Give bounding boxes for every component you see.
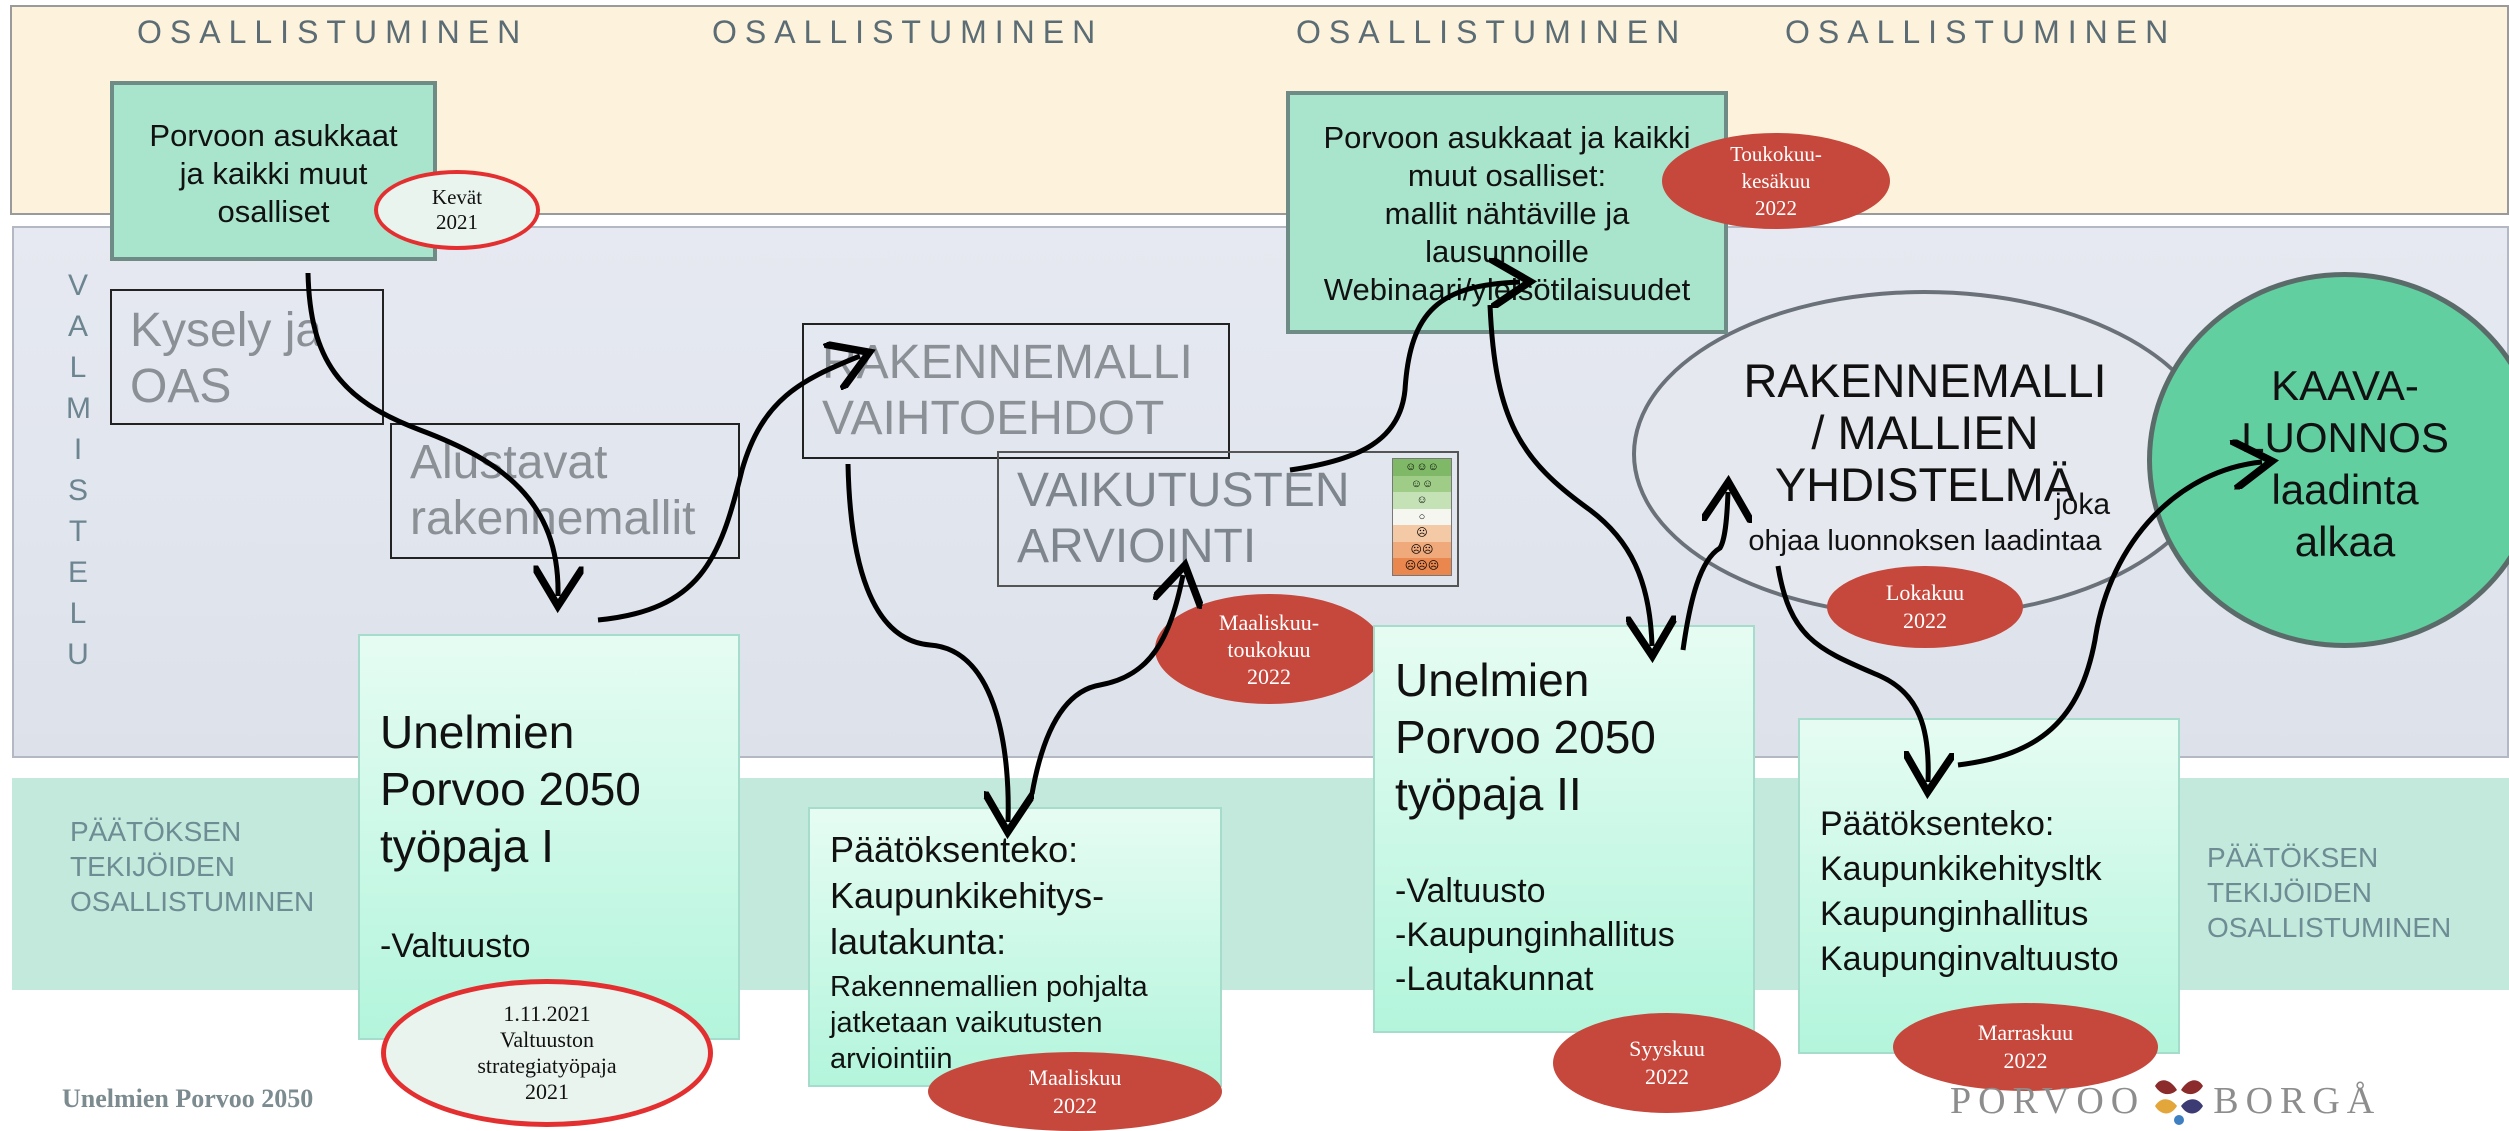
ellipse-joka: joka (2055, 488, 2111, 521)
valmistelu-letter: A (67, 310, 88, 343)
valmistelu-letter: I (73, 433, 83, 466)
workshop-2-list: -Valtuusto -Kaupunginhallitus -Lautakunn… (1395, 872, 1675, 998)
header-osallistuminen-3: OSALLISTUMINEN (1296, 14, 1688, 50)
valmistelu-vertical-label: V A L M I S T E L U (66, 265, 91, 675)
plan-draft-text: KAAVA- LUONNOS laadinta alkaa (2241, 362, 2449, 565)
decision-1-title: Päätöksenteko: Kaupunkikehitys- lautakun… (830, 829, 1105, 962)
valmistelu-letter: U (67, 638, 89, 671)
rating-level: ☺☺ (1393, 475, 1451, 493)
workshop-2-box: Unelmien Porvoo 2050 työpaja II -Valtuus… (1373, 625, 1755, 1033)
date-badge-maaliskuu: Maaliskuu 2022 (928, 1052, 1222, 1131)
impact-assessment-box: VAIKUTUSTEN ARVIOINTI (997, 451, 1459, 587)
rating-scale: ☺☺☺ ☺☺ ☺ ○ ☹ ☹☹ ☹☹☹ (1392, 458, 1452, 576)
porvoo-borga-logo: PORVOO BORGÅ (1950, 1076, 2381, 1126)
header-osallistuminen-2: OSALLISTUMINEN (712, 14, 1104, 50)
valmistelu-letter: M (66, 392, 91, 425)
date-badge-maaliskuu-toukokuu: Maaliskuu- toukokuu 2022 (1155, 594, 1383, 704)
valmistelu-letter: T (68, 515, 88, 548)
workshop-1-list: -Valtuusto (380, 927, 531, 965)
ellipse-subtitle: ohjaa luonnoksen laadintaa (1748, 525, 2102, 557)
workshop-2-title: Unelmien Porvoo 2050 työpaja II (1395, 654, 1656, 820)
residents-box-1: Porvoon asukkaat ja kaikki muut osallise… (110, 81, 437, 261)
logo-porvoo-text: PORVOO (1950, 1080, 2146, 1122)
preliminary-models-box: Alustavat rakennemallit (390, 423, 740, 559)
decision-makers-label-left: PÄÄTÖKSEN TEKIJÖIDEN OSALLISTUMINEN (70, 816, 315, 917)
date-badge-syyskuu: Syyskuu 2022 (1553, 1013, 1781, 1113)
decision-box-2: Päätöksenteko: Kaupunkikehitysltk Kaupun… (1798, 718, 2180, 1054)
rating-level: ☺☺☺ (1393, 459, 1451, 476)
valmistelu-letter: L (69, 597, 87, 630)
rating-level: ☹☹ (1393, 541, 1451, 559)
valmistelu-letter: E (67, 556, 88, 589)
workshop-1-box: Unelmien Porvoo 2050 työpaja I -Valtuust… (358, 634, 740, 1040)
date-badge-kevat-2021: Kevät 2021 (374, 170, 540, 250)
rating-level: ☹ (1393, 525, 1451, 542)
decision-2-text: Päätöksenteko: Kaupunkikehitysltk Kaupun… (1820, 805, 2119, 978)
valmistelu-letter: L (69, 351, 87, 384)
workshop-1-title: Unelmien Porvoo 2050 työpaja I (380, 706, 641, 872)
header-osallistuminen-4: OSALLISTUMINEN (1785, 14, 2177, 50)
header-osallistuminen-1: OSALLISTUMINEN (137, 14, 529, 50)
survey-oas-box: Kysely ja OAS (110, 289, 384, 425)
date-badge-valtuusto-strategia: 1.11.2021 Valtuuston strategiatyöpaja 20… (381, 979, 713, 1127)
decision-makers-label-right: PÄÄTÖKSEN TEKIJÖIDEN OSALLISTUMINEN (2207, 842, 2452, 943)
decision-box-1: Päätöksenteko: Kaupunkikehitys- lautakun… (808, 807, 1222, 1087)
logo-borga-text: BORGÅ (2213, 1080, 2382, 1122)
date-badge-toukokuu-kesakuu: Toukokuu- kesäkuu 2022 (1662, 133, 1890, 229)
rating-level: ☹☹☹ (1393, 558, 1451, 576)
valmistelu-letter: V (67, 269, 88, 302)
porvoo-emblem-icon (2155, 1080, 2204, 1125)
valmistelu-letter: S (67, 474, 88, 507)
footer-title: Unelmien Porvoo 2050 (62, 1084, 314, 1113)
rating-level: ☺ (1393, 492, 1451, 509)
rating-level: ○ (1393, 508, 1451, 526)
model-alternatives-box: RAKENNEMALLI VAIHTOEHDOT (802, 323, 1230, 459)
date-badge-lokakuu: Lokakuu 2022 (1827, 566, 2023, 648)
decision-1-body: Rakennemallien pohjalta jatketaan vaikut… (830, 971, 1148, 1075)
date-badge-marraskuu: Marraskuu 2022 (1893, 1003, 2158, 1091)
residents-box-2: Porvoon asukkaat ja kaikki muut osallise… (1286, 91, 1728, 334)
